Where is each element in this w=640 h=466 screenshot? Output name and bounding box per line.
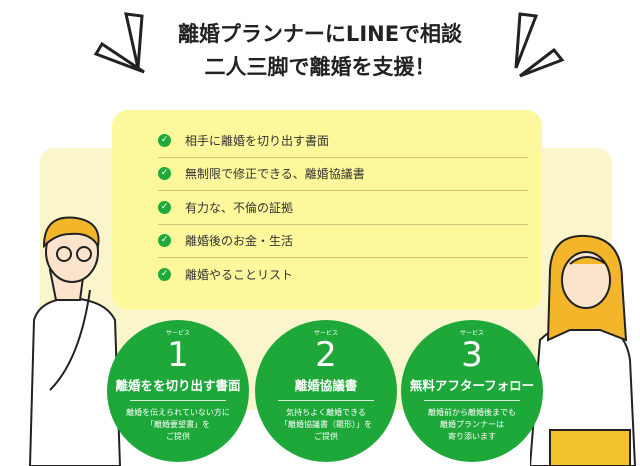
list-item: ✓ 相手に離婚を切り出す書面: [158, 124, 528, 158]
service-1: サービス 1 離婚をを切り出す書面 離婚を伝えられていない方に 「離婚要望書」を…: [107, 320, 249, 462]
check-icon: ✓: [158, 268, 171, 282]
service-desc: 離婚プランナーは: [440, 420, 504, 429]
man-thinking-illustration: [28, 216, 122, 466]
service-number: 1: [167, 335, 189, 375]
title-line-2: 二人三脚で離婚を支援！: [204, 55, 436, 79]
woman-worried-illustration: [530, 234, 637, 466]
emphasis-lines-left-icon: [93, 12, 145, 74]
service-label: サービス: [165, 330, 190, 337]
list-item: ✓ 離婚やることリスト: [158, 258, 528, 292]
check-icon: ✓: [158, 234, 171, 248]
service-label: サービス: [459, 330, 484, 337]
feature-label: 相手に離婚を切り出す書面: [185, 133, 330, 148]
service-number: 3: [461, 335, 483, 375]
list-item: ✓ 無制限で修正できる、離婚協議書: [158, 158, 528, 191]
service-3: サービス 3 無料アフターフォロー 離婚前から離婚後までも 離婚プランナーは 寄…: [401, 320, 543, 462]
service-name: 離婚協議書: [294, 378, 358, 393]
service-name: 無料アフターフォロー: [409, 378, 535, 393]
service-label: サービス: [313, 330, 338, 337]
divider: [278, 400, 374, 401]
service-number: 2: [315, 335, 337, 375]
service-desc: 「離婚協議書（雛形）」を: [280, 420, 372, 429]
divider: [130, 400, 226, 401]
page-title: 離婚プランナーにLINEで相談 二人三脚で離婚を支援！: [0, 18, 640, 84]
title-line-1: 離婚プランナーにLINEで相談: [177, 22, 463, 46]
service-desc: 気持ちよく離婚できる: [286, 408, 366, 417]
service-desc: ご提供: [314, 432, 338, 441]
feature-label: 無制限で修正できる、離婚協議書: [185, 167, 365, 182]
feature-label: 離婚後のお金・生活: [185, 234, 294, 249]
service-name: 離婚をを切り出す書面: [115, 378, 241, 393]
service-2: サービス 2 離婚協議書 気持ちよく離婚できる 「離婚協議書（雛形）」を ご提供: [255, 320, 397, 462]
service-desc: 離婚前から離婚後までも: [428, 408, 516, 417]
service-desc: 離婚を伝えられていない方に: [126, 408, 230, 417]
service-desc: 寄り添います: [448, 432, 496, 441]
feature-label: 離婚やることリスト: [185, 268, 294, 283]
service-desc: 「離婚要望書」を: [146, 420, 210, 429]
check-icon: ✓: [158, 167, 171, 181]
check-icon: ✓: [158, 200, 171, 214]
service-desc: ご提供: [166, 432, 190, 441]
feature-list: ✓ 相手に離婚を切り出す書面 ✓ 無制限で修正できる、離婚協議書 ✓ 有力な、不倫の証…: [112, 110, 542, 310]
feature-label: 有力な、不倫の証拠: [185, 200, 294, 215]
divider: [424, 400, 520, 401]
list-item: ✓ 離婚後のお金・生活: [158, 225, 528, 258]
list-item: ✓ 有力な、不倫の証拠: [158, 191, 528, 225]
emphasis-lines-right-icon: [514, 12, 565, 78]
check-icon: ✓: [158, 133, 171, 147]
